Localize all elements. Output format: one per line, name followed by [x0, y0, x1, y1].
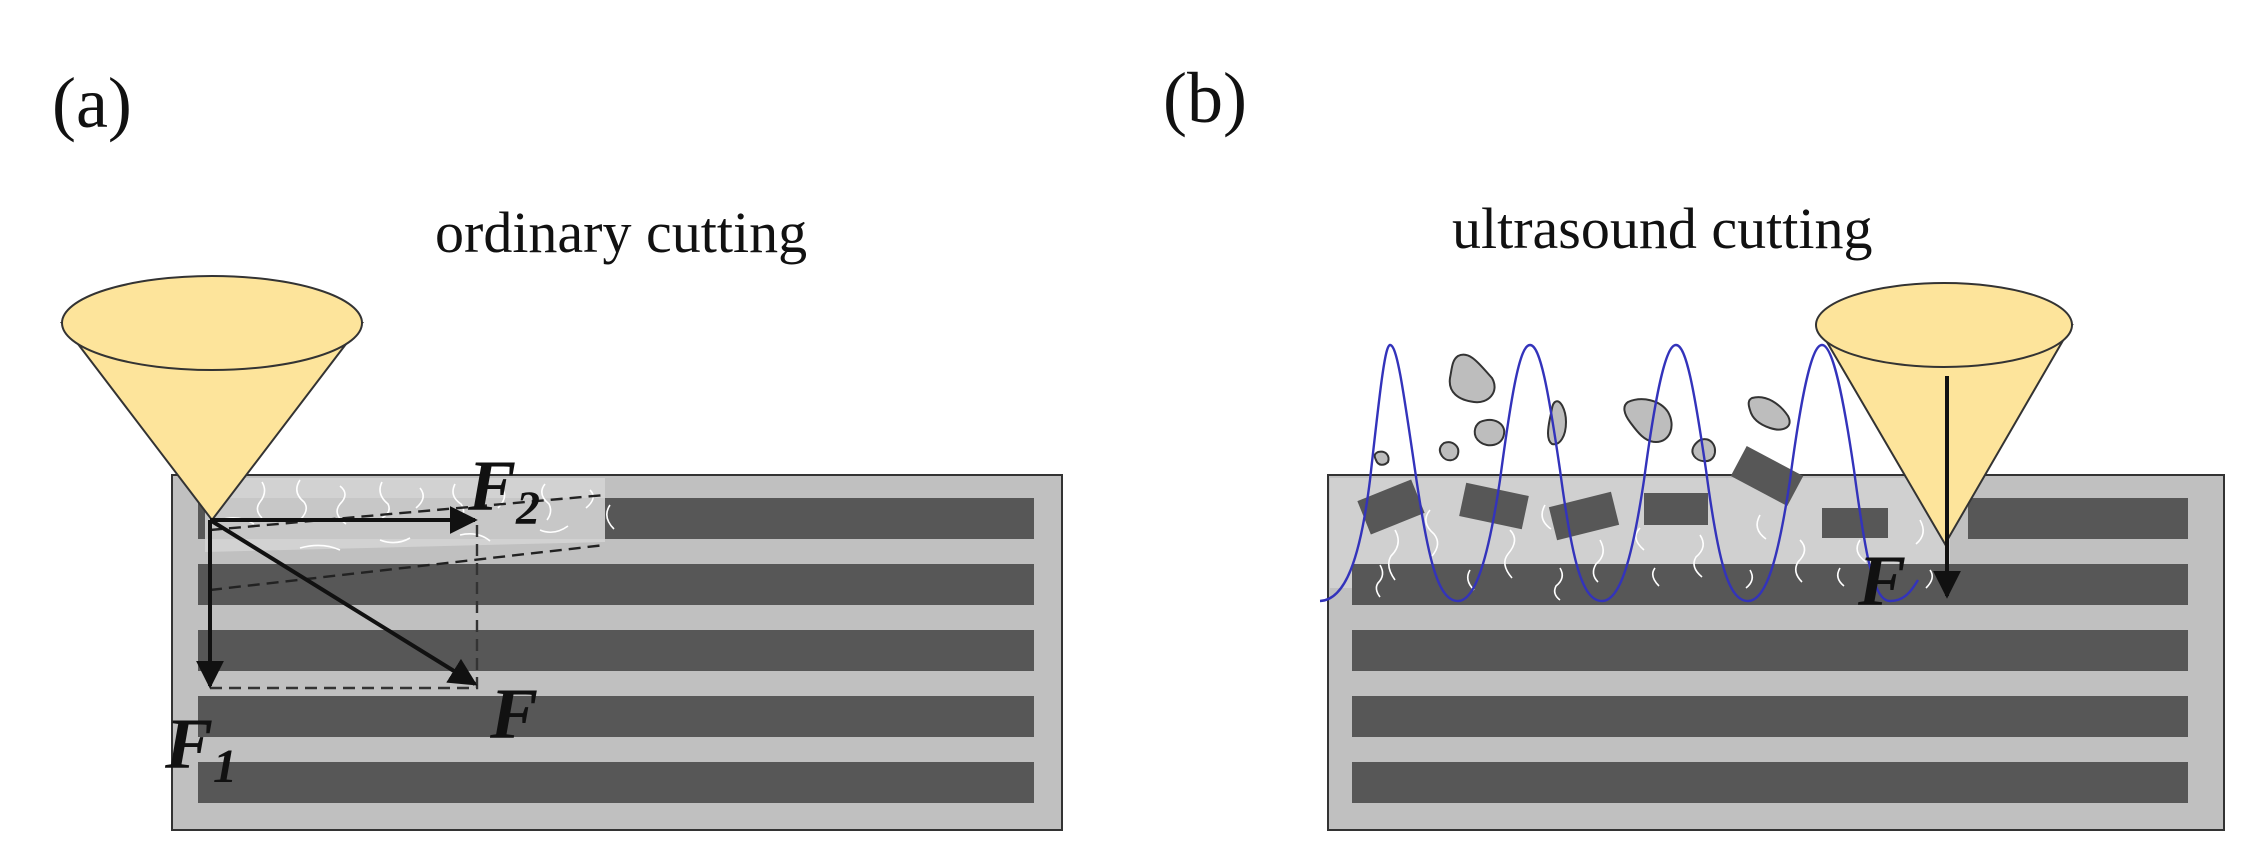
debris-chip-icon	[1373, 450, 1390, 466]
force-label-f2-sub: 2	[515, 482, 540, 535]
broken-fiber	[1644, 493, 1708, 525]
broken-fibers	[1357, 445, 1888, 541]
force-label-f-ultrasound: F	[1857, 541, 1906, 621]
panel-a-title: ordinary cutting	[435, 200, 807, 265]
panel-b: (b) ultrasound cutting	[1163, 58, 2225, 831]
force-label-f1-main: F	[164, 704, 213, 784]
fiber-layer	[198, 630, 1034, 671]
force-label-f1-sub: 1	[213, 740, 237, 793]
broken-fiber	[1357, 479, 1425, 535]
panel-b-label: (b)	[1163, 58, 1247, 138]
debris-chip-icon	[1438, 441, 1460, 462]
crack-band-a	[209, 493, 606, 592]
fiber-layer	[1968, 498, 2188, 539]
panel-a: (a) ordinary cutting	[52, 63, 1063, 831]
broken-fiber	[1548, 491, 1620, 541]
broken-fiber	[1730, 445, 1804, 507]
fiber-layer	[198, 564, 1034, 605]
fiber-layer	[1352, 762, 2188, 803]
cone-tool-icon	[59, 275, 365, 522]
fiber-layer	[198, 696, 1034, 737]
sine-wave-icon	[1319, 343, 1920, 603]
debris-chips	[1373, 353, 1791, 466]
panel-b-title: ultrasound cutting	[1452, 196, 1872, 261]
broken-fiber	[1822, 508, 1888, 538]
broken-fiber	[1459, 482, 1529, 530]
force-label-f: F	[489, 674, 538, 754]
debris-chip-icon	[1448, 353, 1496, 404]
force-label-f1: F1	[164, 704, 237, 793]
debris-chip-icon	[1747, 396, 1791, 431]
damage-zone-a	[205, 478, 615, 552]
panel-a-label: (a)	[52, 63, 132, 143]
fiber-layer	[1352, 696, 2188, 737]
fiber-layers-b	[1352, 498, 2188, 803]
force-arrow-icon	[208, 518, 478, 686]
fiber-layer	[198, 762, 1034, 803]
micro-cracks-b	[1375, 504, 1934, 601]
force-label-f2-main: F	[467, 446, 516, 526]
fiber-layer	[1352, 564, 2188, 605]
cone-tool-icon	[1815, 282, 2074, 546]
debris-chip-icon	[1623, 398, 1673, 444]
force-parallelogram	[210, 520, 479, 690]
debris-chip-icon	[1473, 418, 1506, 447]
force-label-f2: F2	[467, 446, 540, 535]
fiber-layer	[1352, 630, 2188, 671]
